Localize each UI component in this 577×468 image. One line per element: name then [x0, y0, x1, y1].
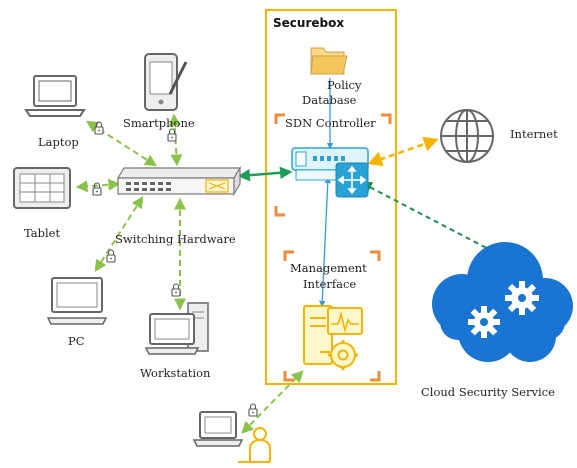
- gears-monitor-icon: [303, 305, 363, 370]
- device-label-pc: PC: [68, 334, 85, 348]
- switching-hardware-label: Switching Hardware: [115, 232, 236, 246]
- lock-icon: [171, 283, 181, 297]
- lock-icon: [167, 128, 177, 142]
- management-interface-label-2: Interface: [303, 277, 356, 291]
- lock-icon: [94, 121, 104, 135]
- link-controller-internet: [367, 136, 439, 167]
- policy-database-label-2: Database: [302, 93, 357, 107]
- management-interface-label-1: Management: [290, 261, 367, 275]
- link-switch-controller: [237, 166, 293, 182]
- workstation-icon: [144, 302, 209, 355]
- management-corners: [283, 250, 381, 382]
- link-tablet-switch: [75, 178, 121, 193]
- link-controller-cloud: [359, 181, 501, 256]
- link-controller-management: [318, 176, 332, 308]
- pc-icon: [46, 277, 108, 325]
- link-laptop-switch: [85, 120, 158, 167]
- user-icon: [238, 427, 271, 463]
- controller-icon: [291, 147, 369, 198]
- laptop-icon: [24, 75, 86, 117]
- device-label-tablet: Tablet: [24, 226, 60, 240]
- internet-label: Internet: [510, 127, 558, 141]
- controller-corners: [274, 113, 392, 217]
- lock-icon: [248, 403, 258, 417]
- cloud-gear-icon: [432, 242, 573, 362]
- smartphone-icon: [144, 53, 188, 111]
- device-label-workstation: Workstation: [140, 366, 211, 380]
- cloud-security-service-label: Cloud Security Service: [421, 385, 555, 399]
- policy-database-label-1: Policy: [327, 78, 362, 92]
- tablet-icon: [13, 167, 71, 209]
- device-label-smartphone: Smartphone: [123, 116, 195, 130]
- folder-icon: [310, 47, 348, 75]
- globe-icon: [440, 109, 494, 163]
- switch-icon: [116, 165, 242, 197]
- admin-laptop-icon: [192, 411, 244, 447]
- device-label-laptop: Laptop: [38, 135, 79, 149]
- securebox-title: Securebox: [273, 16, 344, 30]
- link-pc-switch: [94, 195, 144, 273]
- link-admin-management: [241, 370, 304, 434]
- sdn-controller-label: SDN Controller: [285, 116, 376, 130]
- lock-icon: [106, 249, 116, 263]
